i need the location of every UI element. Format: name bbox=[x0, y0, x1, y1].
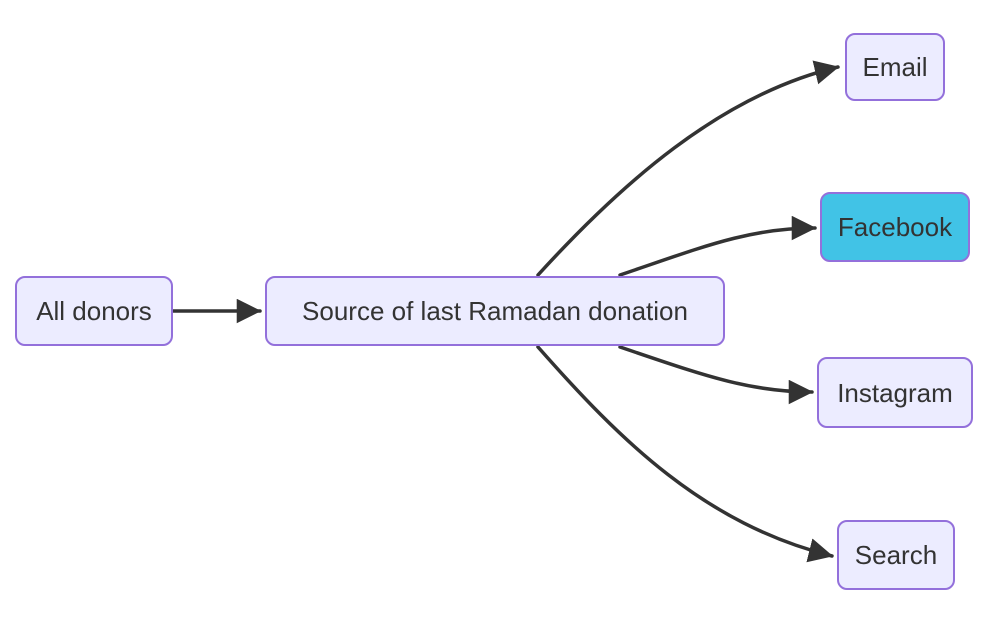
node-instagram: Instagram bbox=[817, 357, 973, 428]
node-source-label: Source of last Ramadan donation bbox=[302, 296, 688, 326]
edge-source-email bbox=[536, 60, 840, 277]
node-source-of-last-ramadan-donation: Source of last Ramadan donation bbox=[265, 276, 725, 346]
node-facebook: Facebook bbox=[820, 192, 970, 262]
node-search-label: Search bbox=[854, 540, 938, 570]
node-facebook-label: Facebook bbox=[837, 212, 953, 242]
node-search: Search bbox=[837, 520, 955, 590]
edge-source-search bbox=[536, 345, 834, 563]
node-instagram-label: Instagram bbox=[837, 377, 953, 408]
node-email: Email bbox=[845, 33, 945, 101]
node-email-label: Email bbox=[862, 52, 928, 82]
node-all-donors: All donors bbox=[15, 276, 173, 346]
edge-source-facebook bbox=[618, 215, 817, 277]
edge-source-instagram bbox=[618, 345, 814, 405]
node-all-donors-label: All donors bbox=[36, 296, 152, 326]
